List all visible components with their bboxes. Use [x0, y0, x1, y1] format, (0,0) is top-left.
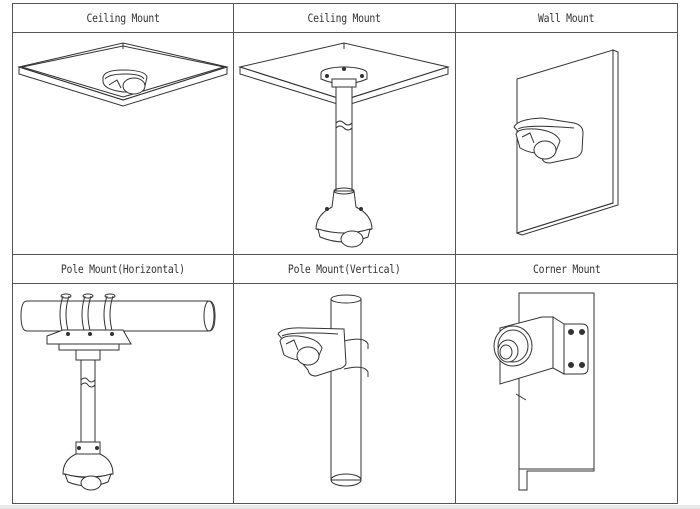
dome-camera	[493, 325, 533, 367]
illustration-cell	[12, 32, 234, 255]
header-cell-pole-mount-horizontal: Pole Mount(Horizontal)	[12, 254, 234, 284]
mount-label: Pole Mount(Vertical)	[288, 262, 401, 276]
pole-mount-horizontal-illustration	[20, 293, 216, 491]
header-cell-corner-mount: Corner Mount	[455, 254, 678, 284]
ceiling-mount-illustration	[17, 42, 229, 107]
header-cell-ceiling-mount: Ceiling Mount	[12, 3, 234, 33]
illustration-cell	[233, 32, 456, 255]
header-cell-wall-mount: Wall Mount	[455, 3, 678, 33]
wall-panel	[515, 49, 619, 236]
dome-camera	[102, 69, 148, 95]
mounting-options-table: Ceiling Mount Ceiling Mount Wall Mount	[12, 3, 678, 504]
dome-camera	[279, 335, 323, 366]
illustration-row	[12, 283, 678, 504]
mount-label: Ceiling Mount	[307, 11, 382, 25]
dome-camera	[515, 128, 561, 160]
ceiling-pendant-mount-illustration	[238, 42, 450, 248]
pole-mount-vertical-illustration	[277, 294, 369, 487]
dome-camera	[315, 187, 373, 248]
illustration-cell	[12, 283, 234, 504]
mount-base	[320, 66, 368, 88]
corner-mount-illustration	[493, 292, 595, 491]
mount-label: Pole Mount(Horizontal)	[61, 262, 185, 276]
header-row: Pole Mount(Horizontal) Pole Mount(Vertic…	[12, 254, 678, 284]
illustration-row	[12, 32, 678, 255]
header-row: Ceiling Mount Ceiling Mount Wall Mount	[12, 3, 678, 33]
mount-label: Ceiling Mount	[86, 11, 160, 25]
dome-camera	[62, 441, 114, 491]
page-bottom-edge	[0, 505, 700, 509]
pole-bands	[343, 338, 369, 377]
horizontal-pole	[20, 300, 216, 332]
header-cell-ceiling-mount-pendant: Ceiling Mount	[233, 3, 456, 33]
header-cell-pole-mount-vertical: Pole Mount(Vertical)	[233, 254, 456, 284]
mount-label: Wall Mount	[538, 11, 595, 25]
wall-mount-illustration	[513, 49, 619, 236]
illustration-cell	[455, 283, 678, 504]
pendant-pole	[335, 86, 353, 203]
pole-adapter-plate	[46, 329, 132, 361]
vertical-pole	[330, 294, 362, 487]
ceiling-panel	[17, 42, 229, 107]
mount-label: Corner Mount	[532, 262, 601, 276]
illustration-cell	[233, 283, 456, 504]
pendant-pole	[80, 359, 96, 443]
illustration-cell	[455, 32, 678, 255]
